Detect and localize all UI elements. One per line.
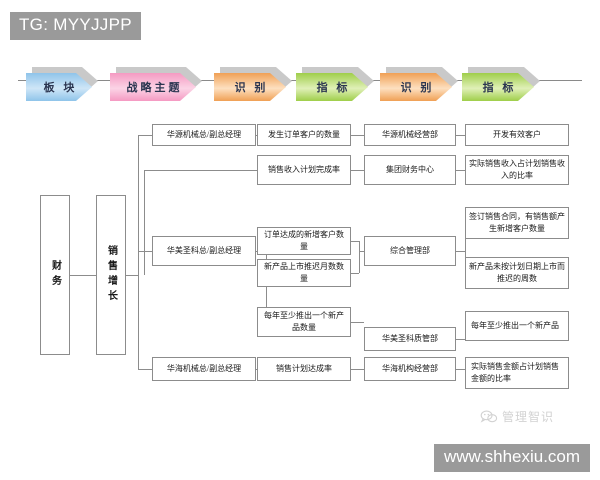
perspective-label: 财务: [49, 260, 61, 290]
ribbon-chevron-body: 识 别: [380, 73, 452, 101]
connector-theme-trunk: [126, 275, 138, 276]
connector-m1-3-out: [351, 241, 359, 242]
theme-box[interactable]: 销售增长: [96, 195, 126, 355]
department-box-3[interactable]: 综合管理部: [364, 236, 456, 266]
measure-l2-box-6[interactable]: 实际销售金额占计划销售金额的比率: [465, 357, 569, 389]
ribbon-chevron-body: 指 标: [296, 73, 368, 101]
measure-l2-box-3-label: 签订销售合同，有销售额产生新增客户数量: [469, 212, 565, 233]
connector-trunk-owner-2: [138, 251, 152, 252]
connector-dept-m2-6: [456, 369, 465, 370]
owner-box-2[interactable]: 华美圣科总/副总经理: [152, 236, 256, 266]
connector-owner3-measure6: [256, 369, 257, 370]
perspective-box[interactable]: 财务: [40, 195, 70, 355]
connector-m1-dept-1: [351, 135, 364, 136]
measure-l2-box-2[interactable]: 实际销售收入占计划销售收入的比率: [465, 155, 569, 185]
theme-label: 销售增长: [105, 245, 117, 305]
connector-m1-dept-4: [351, 322, 364, 323]
owner-box-2-label: 华美圣科总/副总经理: [166, 246, 242, 256]
ribbon-chevron-2[interactable]: 战略主题: [110, 73, 196, 101]
connector-owner1-measure1: [256, 135, 257, 136]
ribbon-chevron-label: 战略主题: [126, 82, 183, 94]
measure-l1-box-2[interactable]: 销售收入计划完成率: [257, 155, 351, 185]
measure-l2-box-5[interactable]: 每年至少推出一个新产品: [465, 311, 569, 341]
tg-tag-label: TG: MYYJJPP: [10, 12, 141, 40]
connector-m1-4-out: [351, 273, 359, 274]
measure-l1-box-6[interactable]: 销售计划达成率: [257, 357, 351, 381]
connector-dept-m2-5: [456, 339, 465, 340]
measure-l2-box-1[interactable]: 开发有效客户: [465, 124, 569, 146]
wechat-watermark: 管理智识: [480, 408, 554, 425]
measure-l1-box-4[interactable]: 新产品上市推迟月数数量: [257, 259, 351, 287]
connector-perspective-theme: [70, 275, 96, 276]
wechat-icon: [480, 410, 498, 423]
wechat-watermark-text: 管理智识: [502, 410, 555, 424]
measure-l1-box-2-label: 销售收入计划完成率: [268, 165, 340, 175]
ribbon-chevron-body: 指 标: [462, 73, 534, 101]
department-box-2-label: 集团财务中心: [386, 165, 434, 175]
connector-m1-dept-5: [351, 369, 364, 370]
ribbon-chevron-body: 识 别: [214, 73, 286, 101]
measure-l2-box-5-label: 每年至少推出一个新产品: [471, 321, 559, 331]
measure-l1-box-5[interactable]: 每年至少推出一个新产品数量: [257, 307, 351, 337]
connector-trunk-owner-1: [138, 135, 152, 136]
measure-l2-box-1-label: 开发有效客户: [493, 130, 541, 140]
connector-m1-merge: [359, 241, 360, 273]
ribbon-chevron-label: 指 标: [316, 82, 351, 94]
measure-l2-box-2-label: 实际销售收入占计划销售收入的比率: [469, 159, 565, 180]
connector-dept3-out: [456, 251, 465, 252]
measure-l1-box-3-label: 订单达成的新增客户数量: [264, 230, 344, 251]
ribbon-chevron-1[interactable]: 板 块: [26, 73, 92, 101]
owner-box-3[interactable]: 华海机械总/副总经理: [152, 357, 256, 381]
measure-l1-box-1[interactable]: 发生订单客户的数量: [257, 124, 351, 146]
ribbon-chevron-3[interactable]: 识 别: [214, 73, 286, 101]
owner-box-1[interactable]: 华源机械总/副总经理: [152, 124, 256, 146]
department-box-1[interactable]: 华源机械经营部: [364, 124, 456, 146]
department-box-5[interactable]: 华海机构经营部: [364, 357, 456, 381]
department-box-1-label: 华源机械经营部: [382, 130, 438, 140]
ribbon-chevron-5[interactable]: 识 别: [380, 73, 452, 101]
connector-owner-trunk: [138, 135, 139, 369]
owner-box-1-label: 华源机械总/副总经理: [166, 130, 242, 140]
connector-m1-dept-2: [351, 170, 364, 171]
measure-l2-box-4-label: 新产品未按计划日期上市而推迟的周数: [469, 262, 565, 283]
ribbon-chevron-body: 战略主题: [110, 73, 196, 101]
connector-merge-dept-3: [359, 251, 364, 252]
connector-dept3-fan: [465, 223, 466, 273]
ribbon-chevron-4[interactable]: 指 标: [296, 73, 368, 101]
ribbon-chevron-label: 识 别: [400, 82, 435, 94]
ribbon-chevron-body: 板 块: [26, 73, 92, 101]
connector-dept-m2-2: [456, 170, 465, 171]
department-box-4[interactable]: 华美圣科质管部: [364, 327, 456, 351]
ribbon-chevron-label: 板 块: [43, 82, 78, 94]
connector-stub-v-m2: [144, 170, 145, 275]
department-box-4-label: 华美圣科质管部: [382, 334, 438, 344]
measure-l1-box-4-label: 新产品上市推迟月数数量: [264, 262, 344, 283]
connector-dept-m2-1: [456, 135, 465, 136]
measure-l2-box-6-label: 实际销售金额占计划销售金额的比率: [471, 362, 559, 383]
measure-l1-box-3[interactable]: 订单达成的新增客户数量: [257, 227, 351, 255]
department-box-2[interactable]: 集团财务中心: [364, 155, 456, 185]
ribbon-chevron-label: 识 别: [234, 82, 269, 94]
department-box-5-label: 华海机构经营部: [382, 364, 438, 374]
ribbon-chevron-label: 指 标: [482, 82, 517, 94]
connector-stub-h-m2: [144, 170, 257, 171]
owner-box-3-label: 华海机械总/副总经理: [166, 364, 242, 374]
connector-trunk-owner-3: [138, 369, 152, 370]
department-box-3-label: 综合管理部: [390, 246, 430, 256]
measure-l1-box-1-label: 发生订单客户的数量: [268, 130, 340, 140]
url-watermark: www.shhexiu.com: [434, 444, 591, 472]
measure-l2-box-4[interactable]: 新产品未按计划日期上市而推迟的周数: [465, 257, 569, 289]
ribbon-chevron-6[interactable]: 指 标: [462, 73, 534, 101]
measure-l1-box-5-label: 每年至少推出一个新产品数量: [264, 311, 344, 332]
measure-l1-box-6-label: 销售计划达成率: [276, 364, 332, 374]
measure-l2-box-3[interactable]: 签订销售合同，有销售额产生新增客户数量: [465, 207, 569, 239]
